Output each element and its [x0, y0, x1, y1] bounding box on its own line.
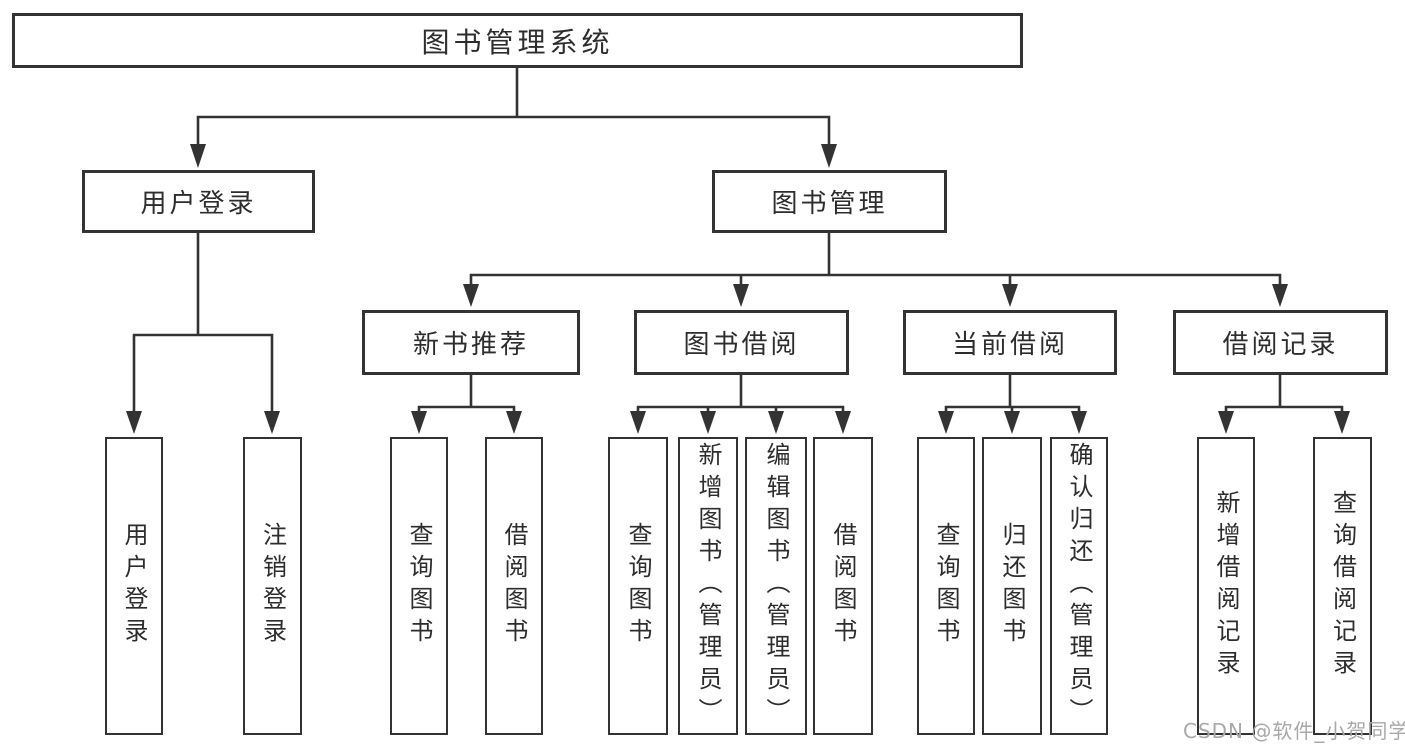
leaf-add-borrow-record: 新增借阅记录 [1197, 437, 1255, 735]
leaf-user-login: 用户登录 [105, 437, 163, 735]
leaf-edit-book-admin-label: 编辑图书（管理员） [762, 442, 790, 730]
node-borrow-records: 借阅记录 [1173, 310, 1388, 375]
leaf-confirm-return-admin-label: 确认归还（管理员） [1065, 442, 1093, 730]
leaf-user-login-label: 用户登录 [120, 522, 148, 650]
connector-root-to-level2 [196, 66, 831, 148]
node-root: 图书管理系统 [12, 13, 1023, 68]
leaf-logout: 注销登录 [243, 437, 302, 735]
connector-book-borrow-to-leaves [636, 373, 845, 415]
node-book-management-label: 图书管理 [771, 189, 888, 219]
connector-new-book-rec-to-leaves [417, 373, 516, 415]
node-user-login: 用户登录 [82, 170, 315, 233]
leaf-query-borrow-record-label: 查询借阅记录 [1328, 490, 1357, 682]
leaf-query-borrow-record: 查询借阅记录 [1313, 437, 1372, 735]
leaf-query-book-current-label: 查询图书 [932, 522, 960, 650]
leaf-logout-label: 注销登录 [258, 522, 287, 650]
leaf-borrow-book: 借阅图书 [813, 437, 873, 735]
connector-user-login-to-leaves [132, 231, 274, 415]
node-current-borrow: 当前借阅 [903, 310, 1117, 375]
leaf-return-book-label: 归还图书 [998, 522, 1026, 650]
connector-borrow-records-to-leaves [1224, 373, 1344, 415]
node-new-book-recommend: 新书推荐 [362, 310, 580, 375]
node-book-borrow: 图书借阅 [634, 310, 849, 375]
node-borrow-records-label: 借阅记录 [1222, 330, 1339, 360]
node-user-login-label: 用户登录 [140, 189, 257, 219]
connector-current-borrow-to-leaves [944, 373, 1081, 415]
leaf-borrow-book-recommend: 借阅图书 [485, 437, 543, 735]
leaf-return-book: 归还图书 [982, 437, 1042, 735]
node-book-borrow-label: 图书借阅 [683, 330, 800, 360]
leaf-query-book-borrow-label: 查询图书 [624, 522, 652, 650]
leaf-add-book-admin: 新增图书（管理员） [678, 437, 738, 735]
leaf-query-book-borrow: 查询图书 [608, 437, 668, 735]
leaf-edit-book-admin: 编辑图书（管理员） [745, 437, 807, 735]
leaf-query-book-recommend: 查询图书 [390, 437, 448, 735]
leaf-query-book-current: 查询图书 [917, 437, 975, 735]
leaf-borrow-book-label: 借阅图书 [829, 522, 857, 650]
csdn-watermark: CSDN @软件_小贺同学 [1183, 719, 1405, 743]
node-book-management: 图书管理 [712, 170, 947, 233]
leaf-borrow-book-recommend-label: 借阅图书 [500, 522, 528, 650]
leaf-add-book-admin-label: 新增图书（管理员） [694, 442, 722, 730]
leaf-confirm-return-admin: 确认归还（管理员） [1050, 437, 1108, 735]
node-new-book-recommend-label: 新书推荐 [412, 330, 529, 360]
leaf-query-book-recommend-label: 查询图书 [405, 522, 433, 650]
leaf-add-borrow-record-label: 新增借阅记录 [1212, 490, 1240, 682]
node-current-borrow-label: 当前借阅 [951, 330, 1068, 360]
connector-book-mgmt-to-level3 [469, 231, 1282, 288]
node-root-label: 图书管理系统 [421, 25, 614, 59]
